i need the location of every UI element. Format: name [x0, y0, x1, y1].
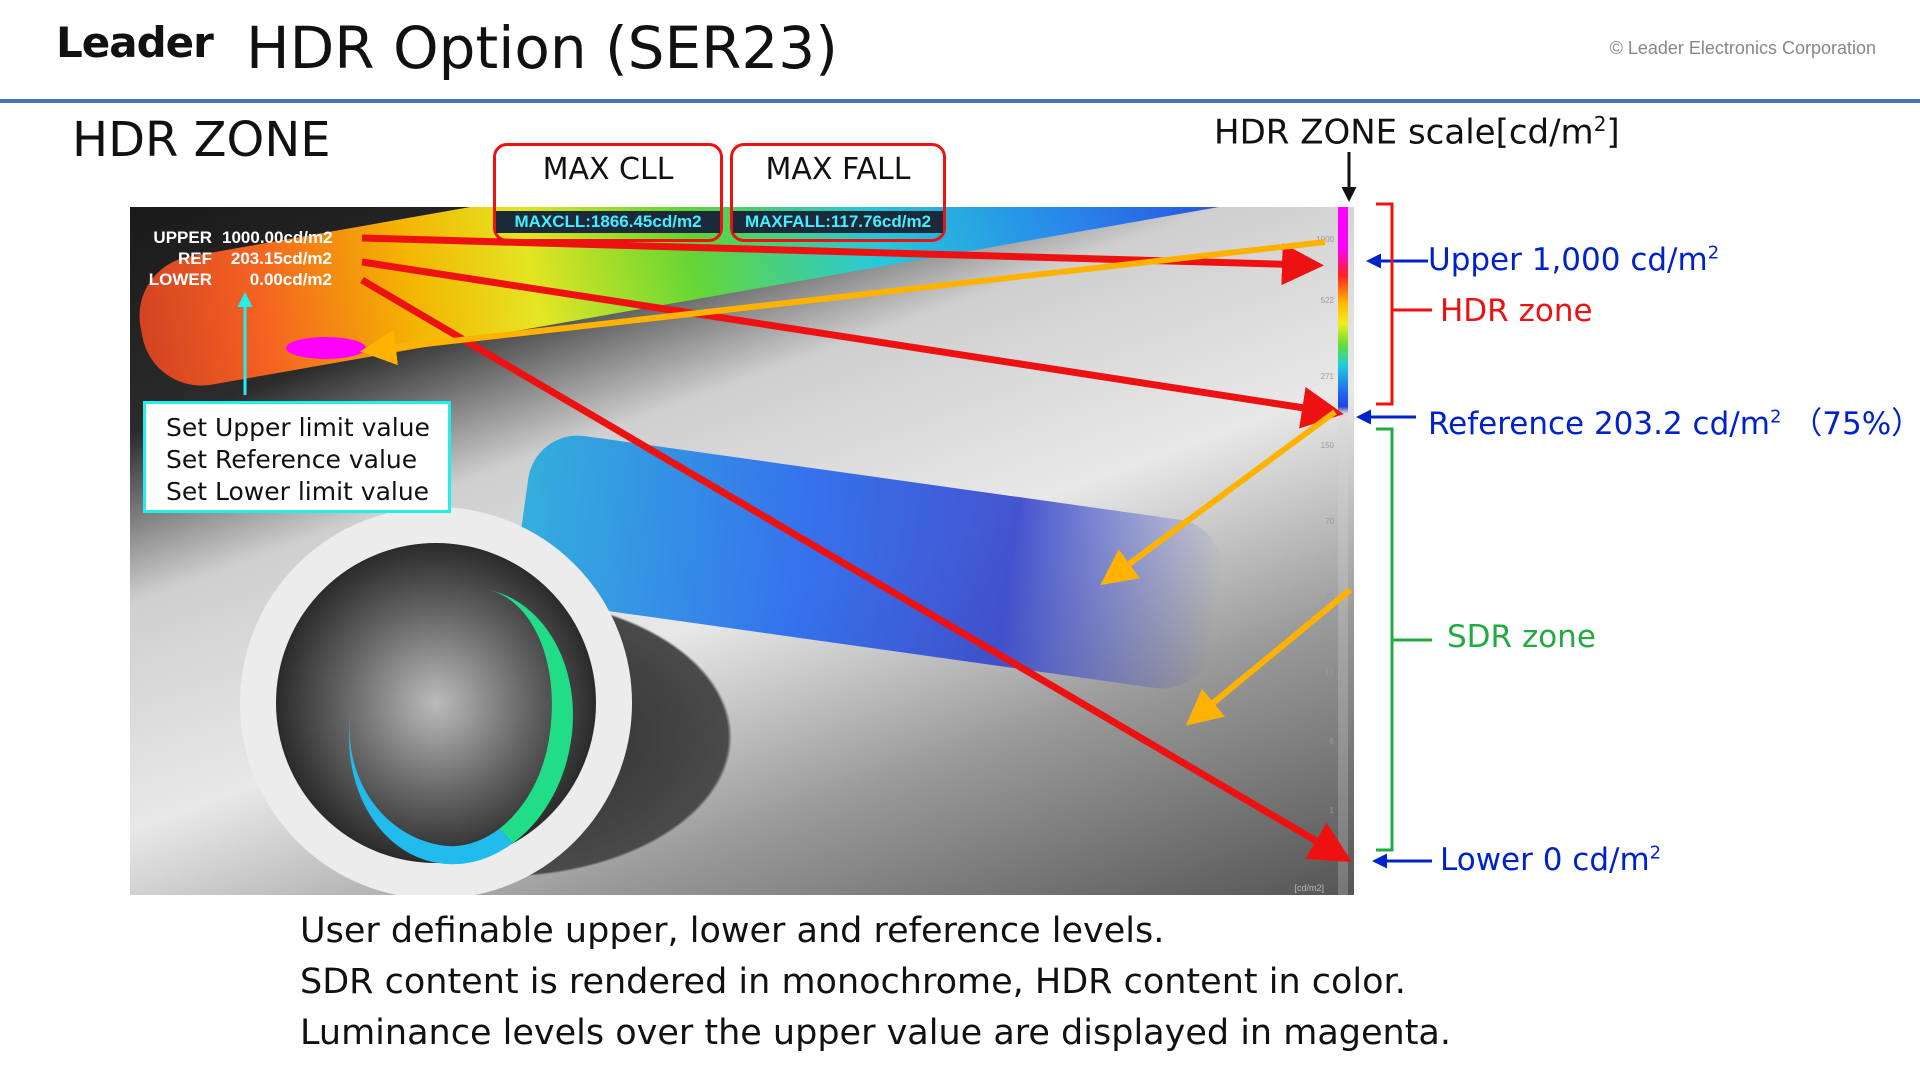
- ref-key: REF: [178, 249, 212, 268]
- description-line-1: User definable upper, lower and referenc…: [300, 911, 1165, 951]
- reference-level-label: Reference 203.2 cd/m2 （75%）: [1428, 406, 1920, 442]
- lower-value: 0.00cd/m2: [249, 270, 332, 289]
- lower-level-label: Lower 0 cd/m2: [1440, 842, 1662, 878]
- maxfall-box: MAX FALL MAXFALL:117.76cd/m2: [730, 143, 946, 242]
- section-title: HDR ZONE: [72, 112, 331, 168]
- callout-upper: Set Upper limit value: [166, 413, 430, 442]
- maxcll-box: MAX CLL MAXCLL:1866.45cd/m2: [493, 143, 723, 242]
- copyright-notice: © Leader Electronics Corporation: [1609, 38, 1876, 58]
- description-line-3: Luminance levels over the upper value ar…: [300, 1013, 1452, 1053]
- ref-value: 203.15cd/m2: [230, 249, 332, 268]
- maxfall-label: MAX FALL: [765, 152, 911, 187]
- leader-logo: Leader: [56, 18, 214, 67]
- description-line-2: SDR content is rendered in monochrome, H…: [300, 962, 1406, 1002]
- maxcll-label: MAX CLL: [542, 152, 674, 187]
- maxfall-value: MAXFALL:117.76cd/m2: [733, 211, 943, 233]
- orange-arrows: [360, 239, 1352, 726]
- set-levels-callout: Set Upper limit value Set Reference valu…: [143, 401, 451, 513]
- scale-tick-label: 1: [1329, 805, 1334, 815]
- hdr-zone-label: HDR zone: [1440, 293, 1593, 329]
- scale-tick-label: 271: [1320, 372, 1334, 382]
- level-overlay: UPPER 1000.00cd/m2 REF 203.15cd/m2 LOWER 0.…: [140, 227, 333, 290]
- upper-value: 1000.00cd/m2: [222, 228, 333, 247]
- scale-tick-label: 70: [1325, 516, 1334, 526]
- scale-tick-label: 6: [1329, 736, 1334, 746]
- red-arrows: [360, 234, 1353, 863]
- header-divider: [0, 99, 1920, 103]
- hdr-zone-scale-bar: [1338, 207, 1348, 895]
- scale-tick-label: 522: [1320, 296, 1334, 306]
- scale-ticks: 1000 522 271 150 70 25 15 6 1: [1304, 207, 1334, 895]
- hdr-zone-screenshot: UPPER 1000.00cd/m2 REF 203.15cd/m2 LOWER 0.…: [130, 207, 1354, 895]
- upper-level-label: Upper 1,000 cd/m2: [1428, 242, 1720, 278]
- scale-tick-label: 150: [1320, 440, 1334, 450]
- upper-key: UPPER: [153, 228, 212, 247]
- callout-reference: Set Reference value: [166, 445, 418, 474]
- scale-tick-label: 1000: [1316, 234, 1334, 244]
- scale-title: HDR ZONE scale[cd/m2]: [1214, 112, 1620, 153]
- description: User definable upper, lower and referenc…: [300, 906, 1451, 1059]
- blue-pointer-arrows: [1356, 253, 1432, 869]
- car-wheel: [240, 507, 632, 895]
- scale-tick-label: 15: [1325, 667, 1334, 677]
- hdr-zone-bracket: [1376, 202, 1432, 406]
- maxcll-value: MAXCLL:1866.45cd/m2: [496, 211, 720, 233]
- page-title: HDR Option (SER23): [246, 14, 838, 82]
- sdr-zone-label: SDR zone: [1447, 619, 1596, 655]
- scale-unit: [cd/m2]: [1294, 883, 1324, 893]
- over-upper-magenta-spot: [286, 337, 366, 359]
- callout-lower: Set Lower limit value: [166, 477, 430, 506]
- sdr-zone-bracket: [1376, 427, 1432, 852]
- lower-key: LOWER: [148, 270, 212, 289]
- scale-tick-label: 25: [1325, 592, 1334, 602]
